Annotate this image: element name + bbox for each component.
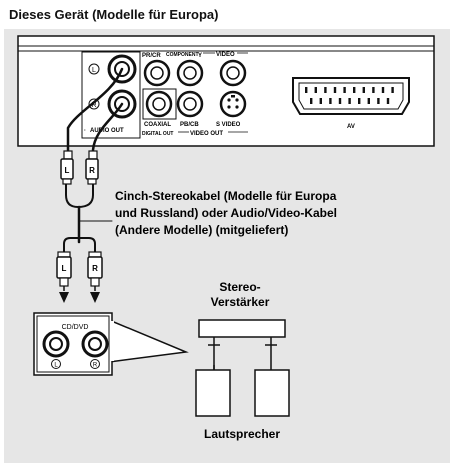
pr-cr-jack [143, 59, 171, 87]
y-label: Y [198, 53, 202, 59]
pb-cb-jack [176, 90, 204, 118]
cd-dvd-r-mark [90, 359, 100, 369]
cable-description-line-1: Cinch-Stereokabel (Modelle für Europa [115, 189, 337, 203]
arrow-down-l [59, 292, 69, 303]
lower-r-plug-label: R [92, 264, 98, 273]
amplifier-label-line-1: Stereo- [219, 280, 260, 294]
coaxial-jack [145, 90, 173, 118]
speakers-label: Lautsprecher [204, 427, 280, 441]
av-label: AV [347, 124, 355, 130]
cd-dvd-l-mark [51, 359, 61, 369]
scart-pin [343, 87, 346, 93]
audio-l-mark-text: L [92, 67, 96, 74]
scart-pin [329, 98, 332, 104]
lower-l-plug-label: L [62, 264, 67, 273]
diagram-title: Dieses Gerät (Modelle für Europa) [9, 7, 219, 22]
scart-pin [333, 87, 337, 93]
scart-pin [324, 87, 327, 93]
cd-dvd-r-mark-text: R [93, 363, 98, 369]
upper-l-plug-label: L [65, 166, 70, 175]
right-speaker [254, 369, 290, 417]
stereo-cable [63, 67, 124, 255]
scart-pin [305, 87, 308, 93]
cable-description-line-2: und Russland) oder Audio/Video-Kabel [115, 206, 337, 220]
scart-pin [358, 98, 361, 104]
cd-dvd-r-jack [81, 330, 109, 358]
scart-pin [377, 98, 380, 104]
y-jack [176, 59, 204, 87]
s-video-jack [219, 90, 247, 118]
audio-out-label: AUDIO OUT [90, 128, 124, 134]
cable-description-line-3: (Andere Modelle) (mitgeliefert) [115, 223, 288, 237]
scart-pin [372, 87, 375, 93]
scart-pins [305, 87, 394, 104]
digital-out-label: DIGITAL OUT [142, 131, 173, 137]
amplifier-box [198, 319, 286, 338]
video-out-label: VIDEO OUT [190, 131, 223, 137]
scart-pin [391, 87, 394, 93]
pr-cr-label: PR/CR [142, 53, 161, 59]
speaker-wires [208, 337, 277, 370]
upper-l-plug [60, 150, 74, 185]
scart-pin [367, 98, 370, 104]
scart-pin [338, 98, 342, 104]
audio-r-mark-text: R [91, 102, 96, 109]
video-label: VIDEO [216, 52, 235, 58]
scart-pin [348, 98, 351, 104]
lower-l-plug [56, 251, 72, 291]
lower-r-plug [87, 251, 103, 291]
cd-dvd-l-mark-text: L [54, 363, 58, 369]
s-video-label: S VIDEO [216, 122, 241, 128]
scart-pin [310, 98, 313, 104]
video-jack [219, 59, 247, 87]
left-speaker [195, 369, 231, 417]
scart-pin [314, 87, 317, 93]
device-rear-panel: L R · AUDIO OUT PR/CR COMPONENT Y VIDEO [17, 35, 435, 147]
cd-dvd-l-jack [42, 330, 70, 358]
upper-r-plug [85, 150, 99, 185]
component-label: COMPONENT [166, 52, 199, 58]
scart-pin [353, 87, 356, 93]
audio-l-mark [88, 63, 100, 75]
audio-out-label-prefix: · [84, 128, 86, 134]
av-scart-connector [292, 77, 410, 115]
scart-pin [381, 87, 385, 93]
scart-pin [362, 87, 365, 93]
upper-r-plug-label: R [89, 166, 95, 175]
arrow-down-r [90, 292, 100, 303]
coaxial-label: COAXIAL [144, 122, 171, 128]
pb-cb-label: PB/CB [180, 122, 199, 128]
amplifier-label-line-2: Verstärker [211, 295, 270, 309]
scart-pin [386, 98, 390, 104]
cd-dvd-label: CD/DVD [62, 324, 89, 331]
scart-pin [319, 98, 322, 104]
